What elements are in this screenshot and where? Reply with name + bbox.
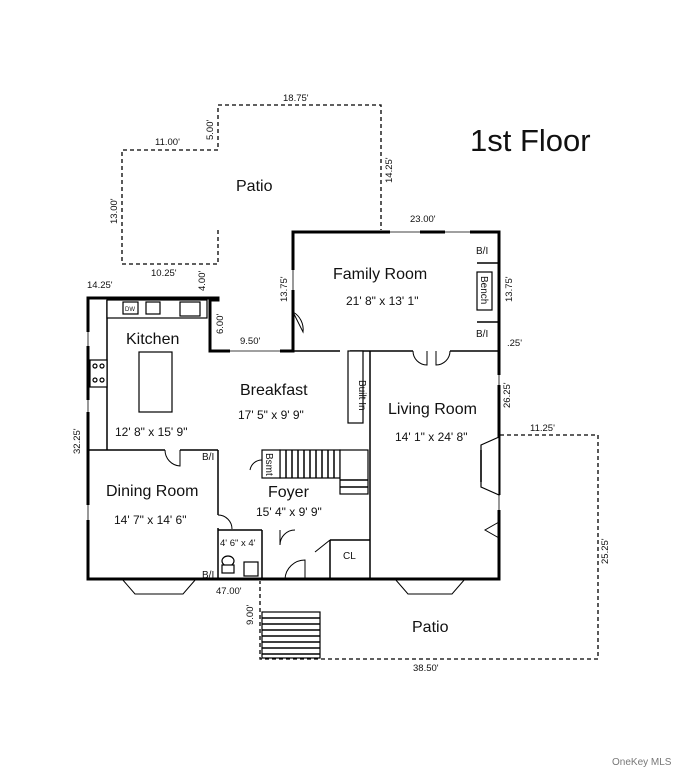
living-room-size: 14' 1" x 24' 8" [395, 430, 467, 444]
patio-top-label: Patio [236, 178, 273, 195]
dim-11-25: 11.25' [530, 423, 555, 434]
doors [121, 311, 500, 595]
built-in-label: Built In [356, 380, 367, 411]
window-lines [87, 231, 500, 520]
bottom-patio-outline [259, 434, 599, 660]
bi-label-4: B/I [202, 570, 214, 581]
breakfast-label: Breakfast [240, 382, 308, 399]
dim-6-00: 6.00' [215, 314, 226, 334]
foyer-label: Foyer [268, 484, 310, 501]
dim-11-00: 11.00' [155, 137, 180, 148]
dim-25-25: 25.25' [600, 538, 611, 564]
bench-label: Bench [478, 276, 489, 304]
dim-14-25-h: 14.25' [87, 280, 113, 291]
stairs [261, 449, 369, 495]
bi-label-1: B/I [476, 246, 488, 257]
half-bath-size: 4' 6" x 4' [220, 538, 256, 549]
bi-label-3: B/I [202, 452, 214, 463]
dim-9-50: 9.50' [240, 336, 260, 347]
breakfast-size: 17' 5" x 9' 9" [238, 408, 304, 422]
bi-label-2: B/I [476, 329, 488, 340]
dim-13-75-a: 13.75' [279, 276, 290, 302]
dim-23-00: 23.00' [410, 214, 436, 225]
family-room-label: Family Room [333, 266, 427, 283]
dim-0-25: .25' [507, 338, 522, 349]
dim-18-75: 18.75' [283, 93, 309, 104]
patio-bottom-label: Patio [412, 619, 449, 636]
patio-steps [261, 611, 321, 659]
dim-32-25: 32.25' [72, 428, 83, 454]
dim-13-75-b: 13.75' [504, 276, 515, 302]
dining-room-label: Dining Room [106, 483, 198, 500]
dw-label: DW [125, 307, 135, 313]
exterior-wall [86, 230, 501, 581]
kitchen-label: Kitchen [126, 331, 179, 348]
dining-room-size: 14' 7" x 14' 6" [114, 513, 186, 527]
dim-13-00: 13.00' [109, 198, 120, 224]
dim-47-00: 47.00' [216, 586, 242, 597]
credit-watermark: OneKey MLS [612, 757, 672, 768]
dim-14-25-v: 14.25' [384, 157, 395, 183]
closet-label: CL [343, 551, 356, 562]
foyer-size: 15' 4" x 9' 9" [256, 505, 322, 519]
top-patio-outline [121, 104, 382, 265]
interior-walls [88, 262, 500, 659]
dim-10-25: 10.25' [151, 268, 177, 279]
dim-38-50: 38.50' [413, 663, 439, 674]
dim-5-00: 5.00' [205, 120, 216, 140]
kitchen-size: 12' 8" x 15' 9" [115, 425, 187, 439]
dim-4-00: 4.00' [197, 271, 208, 291]
dim-26-25: 26.25' [502, 382, 513, 408]
family-room-size: 21' 8" x 13' 1" [346, 294, 418, 308]
dim-9-00: 9.00' [245, 605, 256, 625]
floor-title: 1st Floor [470, 123, 591, 158]
living-room-label: Living Room [388, 401, 477, 418]
bsmt-label: Bsmt [263, 453, 274, 476]
